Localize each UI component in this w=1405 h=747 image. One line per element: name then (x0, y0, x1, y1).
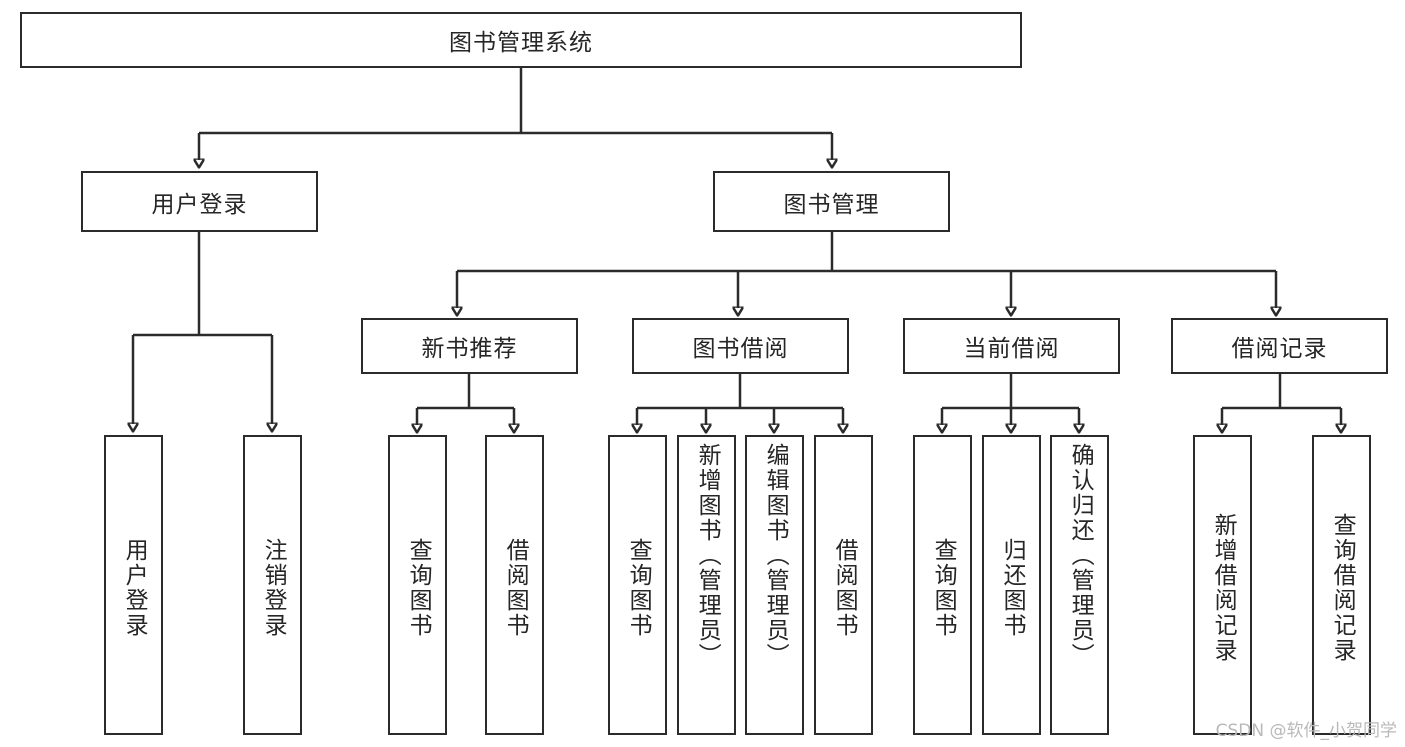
node-label: 用户登录 (121, 538, 148, 638)
node-label: 编辑图书（管理员） (762, 443, 789, 668)
node-new-book-recommend[interactable]: 新书推荐 (361, 318, 578, 374)
node-label: 借阅记录 (1231, 336, 1328, 362)
node-label: 新增图书（管理员） (694, 443, 721, 668)
leaf-user-login[interactable]: 用户登录 (104, 435, 163, 735)
node-label: 新书推荐 (421, 336, 518, 362)
node-label: 图书管理系统 (449, 30, 593, 56)
leaf-confirm-return-admin[interactable]: 确认归还（管理员） (1050, 435, 1109, 735)
leaf-add-borrow-record[interactable]: 新增借阅记录 (1193, 435, 1252, 735)
node-label: 查询图书 (930, 538, 957, 638)
node-root-book-management-system[interactable]: 图书管理系统 (20, 12, 1022, 68)
leaf-return-book[interactable]: 归还图书 (982, 435, 1041, 735)
node-label: 用户登录 (151, 191, 248, 218)
node-label: 图书管理 (783, 191, 880, 218)
node-user-login[interactable]: 用户登录 (81, 171, 318, 232)
node-current-borrow[interactable]: 当前借阅 (903, 318, 1120, 374)
node-label: 确认归还（管理员） (1067, 443, 1094, 668)
node-label: 注销登录 (260, 538, 287, 638)
leaf-query-book-borrow[interactable]: 查询图书 (608, 435, 667, 735)
leaf-add-book-admin[interactable]: 新增图书（管理员） (677, 435, 736, 735)
leaf-query-borrow-record[interactable]: 查询借阅记录 (1312, 435, 1371, 735)
node-label: 查询图书 (625, 538, 652, 638)
leaf-edit-book-admin[interactable]: 编辑图书（管理员） (745, 435, 804, 735)
node-label: 查询借阅记录 (1329, 513, 1356, 663)
node-book-borrow[interactable]: 图书借阅 (632, 318, 849, 374)
node-borrow-record[interactable]: 借阅记录 (1171, 318, 1388, 374)
leaf-query-book-recommend[interactable]: 查询图书 (388, 435, 447, 735)
watermark-csdn: CSDN @软件_小贺同学 (1215, 721, 1397, 741)
node-label: 借阅图书 (502, 538, 529, 638)
node-book-management[interactable]: 图书管理 (713, 171, 950, 232)
node-label: 借阅图书 (831, 538, 858, 638)
node-label: 查询图书 (405, 538, 432, 638)
leaf-logout[interactable]: 注销登录 (243, 435, 302, 735)
node-label: 图书借阅 (692, 336, 789, 362)
leaf-query-book-current[interactable]: 查询图书 (913, 435, 972, 735)
leaf-borrow-book-recommend[interactable]: 借阅图书 (485, 435, 544, 735)
node-label: 当前借阅 (963, 336, 1060, 362)
leaf-borrow-book[interactable]: 借阅图书 (814, 435, 873, 735)
node-label: 新增借阅记录 (1210, 513, 1237, 663)
node-label: 归还图书 (999, 538, 1026, 638)
